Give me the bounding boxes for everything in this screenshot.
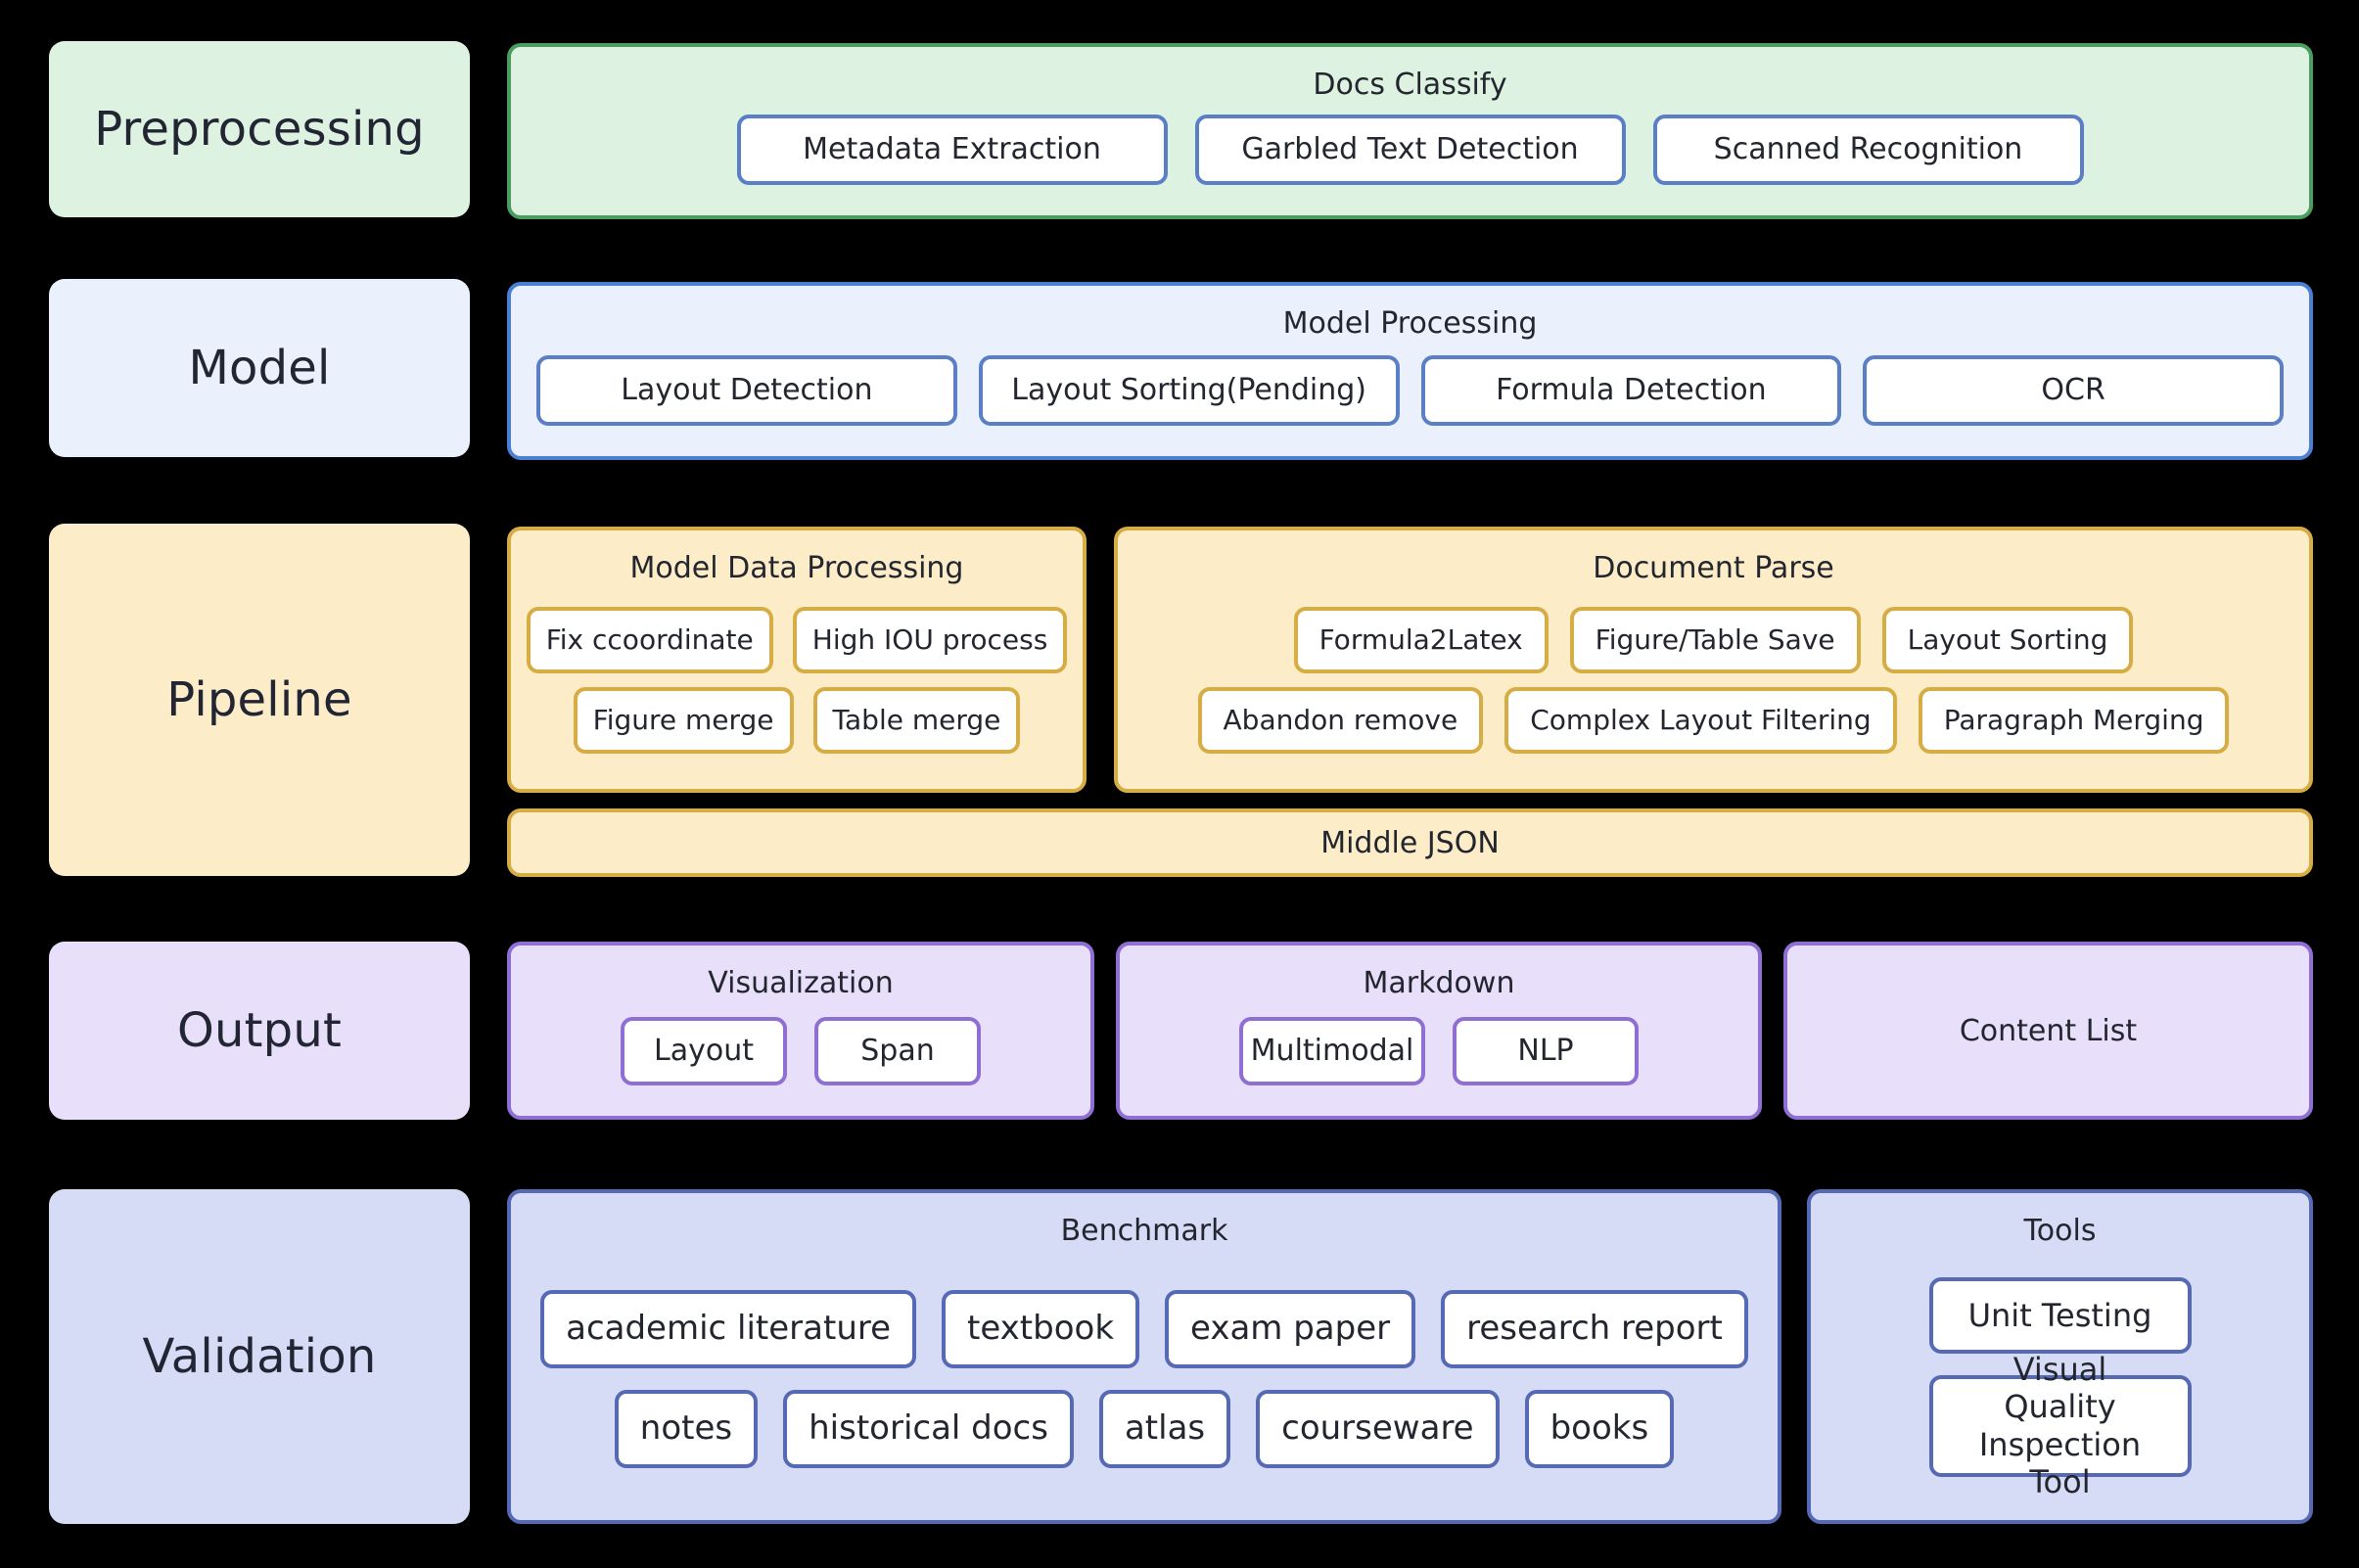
panel-model-data-processing: Model Data Processing Fix ccoordinate Hi…	[507, 527, 1087, 793]
chip-row: Abandon remove Complex Layout Filtering …	[1139, 686, 2288, 754]
chip-span[interactable]: Span	[814, 1016, 981, 1085]
panel-body-visualization: Layout Span	[511, 999, 1090, 1116]
panel-benchmark: Benchmark academic literature textbook e…	[507, 1189, 1781, 1524]
chip-high-iou-process[interactable]: High IOU process	[792, 606, 1068, 673]
panel-body-model-data-processing: Fix ccoordinate High IOU process Figure …	[511, 584, 1083, 789]
chip-row: academic literature textbook exam paper …	[536, 1289, 1752, 1368]
panel-title-docs-classify: Docs Classify	[1313, 68, 1507, 102]
chip-fix-ccoordinate[interactable]: Fix ccoordinate	[526, 606, 773, 673]
panel-visualization: Visualization Layout Span	[507, 942, 1094, 1120]
panel-docs-classify: Docs Classify Metadata Extraction Garble…	[507, 43, 2313, 219]
stage-label-output: Output	[49, 942, 470, 1120]
panel-markdown: Markdown Multimodal NLP	[1116, 942, 1762, 1120]
chip-formula2latex[interactable]: Formula2Latex	[1293, 606, 1549, 673]
chip-complex-layout-filtering[interactable]: Complex Layout Filtering	[1504, 686, 1897, 754]
panel-title-model-processing: Model Processing	[1282, 306, 1538, 341]
panel-body-markdown: Multimodal NLP	[1120, 999, 1758, 1116]
chip-layout[interactable]: Layout	[621, 1016, 787, 1085]
chip-table-merge[interactable]: Table merge	[812, 686, 1021, 754]
chip-scanned-recognition[interactable]: Scanned Recognition	[1652, 114, 2084, 185]
panel-title-document-parse: Document Parse	[1593, 551, 1834, 585]
chip-row: Layout Span	[536, 1016, 1065, 1085]
chip-row: notes historical docs atlas courseware b…	[536, 1389, 1752, 1468]
chip-garbled-text-detection[interactable]: Garbled Text Detection	[1194, 114, 1626, 185]
stage-label-validation: Validation	[49, 1189, 470, 1524]
chip-textbook[interactable]: textbook	[942, 1289, 1140, 1368]
panel-body-model-processing: Layout Detection Layout Sorting(Pending)…	[511, 340, 2309, 456]
chip-row: Visual Quality Inspection Tool	[1836, 1351, 2284, 1500]
chip-visual-quality-inspection-tool[interactable]: Visual Quality Inspection Tool	[1928, 1351, 2192, 1500]
chip-figure-merge[interactable]: Figure merge	[573, 686, 794, 754]
panel-title-content-list: Content List	[1959, 1013, 2138, 1048]
chip-atlas[interactable]: atlas	[1098, 1389, 1231, 1468]
chip-layout-sorting-pending[interactable]: Layout Sorting(Pending)	[978, 354, 1400, 426]
chip-notes[interactable]: notes	[614, 1389, 759, 1468]
chip-layout-detection[interactable]: Layout Detection	[536, 354, 957, 426]
stage-label-preprocessing: Preprocessing	[49, 41, 470, 217]
panel-title-benchmark: Benchmark	[1060, 1214, 1228, 1248]
chip-books[interactable]: books	[1524, 1389, 1675, 1468]
chip-figure-table-save[interactable]: Figure/Table Save	[1569, 606, 1861, 673]
chip-academic-literature[interactable]: academic literature	[540, 1289, 917, 1368]
chip-row: Formula2Latex Figure/Table Save Layout S…	[1139, 606, 2288, 673]
panel-tools: Tools Unit Testing Visual Quality Inspec…	[1807, 1189, 2313, 1524]
panel-content-list: Content List	[1783, 942, 2313, 1120]
panel-model-processing: Model Processing Layout Detection Layout…	[507, 282, 2313, 460]
panel-middle-json: Middle JSON	[507, 808, 2313, 877]
chip-paragraph-merging[interactable]: Paragraph Merging	[1918, 686, 2230, 754]
panel-title-middle-json: Middle JSON	[1320, 825, 1500, 860]
chip-ocr[interactable]: OCR	[1863, 354, 2284, 426]
chip-layout-sorting[interactable]: Layout Sorting	[1881, 606, 2134, 673]
chip-row: Multimodal NLP	[1145, 1016, 1733, 1085]
chip-courseware[interactable]: courseware	[1256, 1389, 1500, 1468]
stage-label-pipeline: Pipeline	[49, 524, 470, 876]
chip-formula-detection[interactable]: Formula Detection	[1420, 354, 1842, 426]
panel-body-document-parse: Formula2Latex Figure/Table Save Layout S…	[1118, 584, 2309, 789]
chip-abandon-remove[interactable]: Abandon remove	[1197, 686, 1484, 754]
chip-nlp[interactable]: NLP	[1453, 1016, 1639, 1085]
chip-exam-paper[interactable]: exam paper	[1165, 1289, 1416, 1368]
chip-row: Unit Testing	[1836, 1276, 2284, 1354]
chip-research-report[interactable]: research report	[1441, 1289, 1748, 1368]
stage-label-model: Model	[49, 279, 470, 457]
panel-document-parse: Document Parse Formula2Latex Figure/Tabl…	[1114, 527, 2313, 793]
chip-unit-testing[interactable]: Unit Testing	[1928, 1276, 2192, 1354]
chip-multimodal[interactable]: Multimodal	[1239, 1016, 1425, 1085]
panel-body-docs-classify: Metadata Extraction Garbled Text Detecti…	[511, 101, 2309, 215]
chip-historical-docs[interactable]: historical docs	[783, 1389, 1074, 1468]
panel-title-markdown: Markdown	[1363, 966, 1515, 1000]
chip-row: Fix ccoordinate High IOU process	[526, 606, 1068, 673]
chip-metadata-extraction[interactable]: Metadata Extraction	[736, 114, 1168, 185]
panel-title-visualization: Visualization	[708, 966, 894, 1000]
panel-body-benchmark: academic literature textbook exam paper …	[511, 1247, 1778, 1520]
chip-row: Figure merge Table merge	[531, 686, 1063, 754]
panel-body-tools: Unit Testing Visual Quality Inspection T…	[1811, 1247, 2309, 1520]
chip-row: Metadata Extraction Garbled Text Detecti…	[536, 114, 2284, 185]
panel-title-model-data-processing: Model Data Processing	[629, 551, 964, 585]
panel-title-tools: Tools	[2023, 1214, 2097, 1248]
chip-row: Layout Detection Layout Sorting(Pending)…	[536, 354, 2284, 426]
